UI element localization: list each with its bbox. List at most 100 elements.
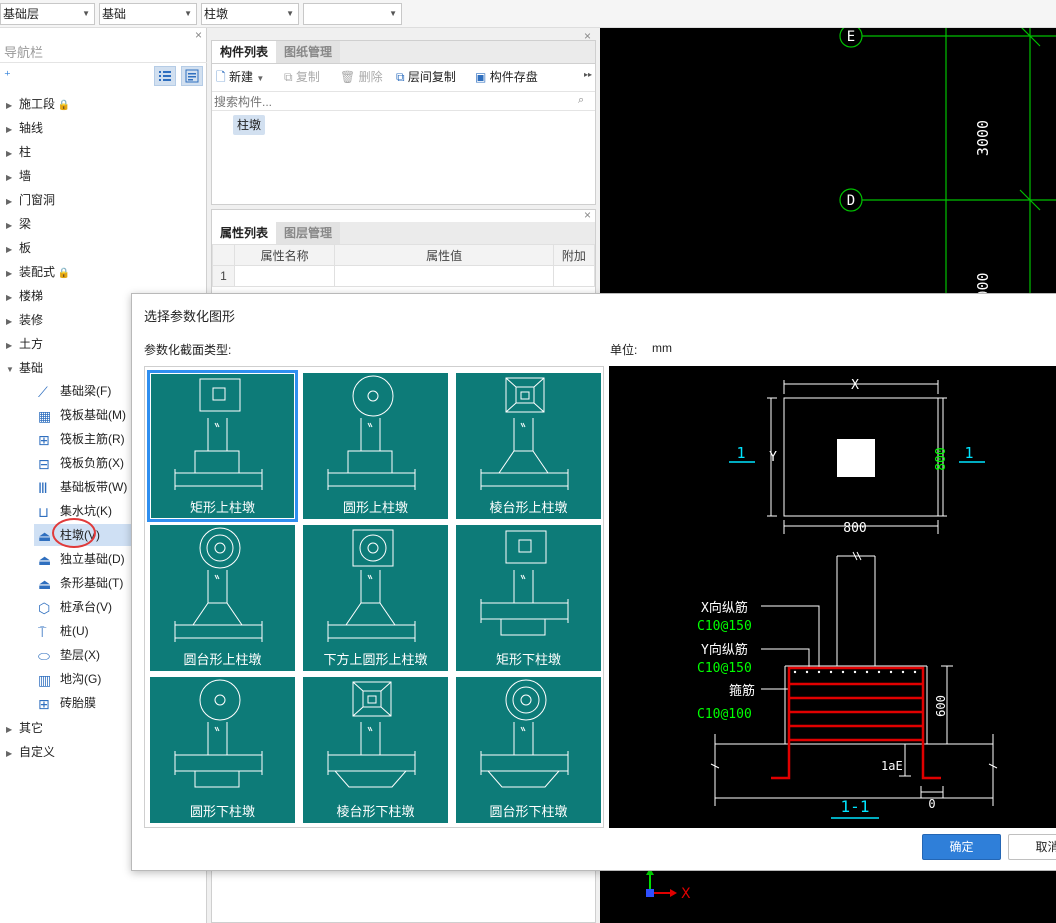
table-row[interactable]: 1 xyxy=(211,265,596,287)
shape-card[interactable]: 矩形上柱墩 xyxy=(147,370,298,522)
close-icon[interactable]: × xyxy=(194,28,202,42)
shape-card[interactable]: 圆台形上柱墩 xyxy=(150,525,295,671)
table-cell[interactable] xyxy=(552,265,596,287)
save-component-button-label: 构件存盘 xyxy=(489,70,538,84)
nav-subitem[interactable]: ⊞砖胎膜 xyxy=(38,692,96,714)
shape-card-label: 圆形下柱墩 xyxy=(189,804,255,819)
nav-tree-item[interactable]: ▶施工段 🔒 xyxy=(6,94,70,114)
shape-card[interactable]: 棱台形下柱墩 xyxy=(303,677,448,823)
nav-subitem[interactable]: ▥地沟(G) xyxy=(38,668,101,690)
nav-tree-item[interactable]: ▶柱 xyxy=(6,142,31,162)
element-select[interactable]: ▼ xyxy=(303,3,402,25)
shape-card[interactable]: 圆形下柱墩 xyxy=(150,677,295,823)
cad-drawing: E D 3000 000 X Y xyxy=(644,28,1056,902)
nav-tree-item[interactable]: ▶ 装修 xyxy=(6,310,43,330)
nav-subitem[interactable]: ⍑桩(U) xyxy=(38,620,89,642)
list-view-icon[interactable] xyxy=(154,66,176,86)
nav-subitem[interactable]: ⟋基础梁(F) xyxy=(38,380,111,402)
tab-drawing-management[interactable]: 图纸管理 xyxy=(276,41,341,63)
category-select[interactable]: 基础 ▼ xyxy=(99,3,197,25)
nav-tree-item[interactable]: ▶楼梯 xyxy=(6,286,43,306)
nav-tree-item[interactable]: ▶ 自定义 xyxy=(6,742,55,762)
collapsed-arrow-icon[interactable]: ▶ xyxy=(6,749,13,758)
nav-tree-item-label: 土方 xyxy=(19,337,44,351)
slab-strip-icon: Ⅲ xyxy=(38,479,48,496)
table-cell[interactable] xyxy=(234,265,336,287)
row-index: 1 xyxy=(211,265,236,287)
collapsed-arrow-icon[interactable]: ▶ xyxy=(6,197,13,206)
collapsed-arrow-icon[interactable]: ▶ xyxy=(6,125,13,134)
section-title: 1-1 xyxy=(841,797,870,816)
nav-subitem[interactable]: ⏏条形基础(T) xyxy=(38,572,123,594)
table-cell[interactable] xyxy=(334,265,554,287)
more-toolbar-icon[interactable]: ▸▸ xyxy=(584,70,593,79)
tab-component-list[interactable]: 构件列表 xyxy=(212,41,277,63)
shape-card[interactable]: 矩形下柱墩 xyxy=(456,525,601,671)
ok-button[interactable]: 确定 xyxy=(922,834,1001,860)
component-item[interactable]: 柱墩 xyxy=(233,115,266,135)
copy-button[interactable]: ⧉ 复制 xyxy=(284,67,320,87)
floor-copy-button[interactable]: ⧉ 层间复制 xyxy=(396,67,456,87)
nav-subitem[interactable]: ⊟筏板负筋(X) xyxy=(38,452,124,474)
nav-tree-item[interactable]: ▶其它 xyxy=(6,718,43,738)
shape-card[interactable]: 棱台形上柱墩 xyxy=(456,373,601,519)
collapsed-arrow-icon[interactable]: ▶ xyxy=(6,101,13,110)
shape-card[interactable]: 圆形上柱墩 xyxy=(303,373,448,519)
layers-copy-icon: ⧉ xyxy=(396,70,405,84)
shape-diagram-icon xyxy=(480,377,569,490)
shape-card[interactable]: 圆台形下柱墩 xyxy=(456,677,601,823)
expanded-arrow-icon[interactable]: ▼ xyxy=(6,365,14,374)
collapsed-arrow-icon[interactable]: ▶ xyxy=(6,341,13,350)
pin-icon[interactable]: ⁺ xyxy=(4,68,11,83)
nav-subitem[interactable]: ⬡桩承台(V) xyxy=(38,596,112,618)
shape-card-label: 矩形上柱墩 xyxy=(189,500,255,515)
annotation-circle xyxy=(52,518,96,548)
nav-subitem[interactable]: ⊞筏板主筋(R) xyxy=(38,428,125,450)
tab-layer-management[interactable]: 图层管理 xyxy=(276,222,341,244)
collapsed-arrow-icon[interactable]: ▶ xyxy=(6,245,13,254)
top-toolbar: 基础层 ▼ 基础 ▼ 柱墩 ▼ ▼ xyxy=(0,0,1056,28)
cancel-button[interactable]: 取消 xyxy=(1008,834,1056,860)
delete-button[interactable]: 🗑 删除 xyxy=(340,67,383,87)
dimension-label: 000 xyxy=(974,272,992,299)
nav-subitem[interactable]: ⏏独立基础(D) xyxy=(38,548,125,570)
nav-subitem-label: 筏板基础(M) xyxy=(60,408,126,422)
shape-card[interactable]: 下方上圆形上柱墩 xyxy=(303,525,448,671)
raft-neg-rebar-icon: ⊟ xyxy=(38,455,50,472)
nav-tree-item[interactable]: ▶梁 xyxy=(6,214,31,234)
nav-subitem-label: 桩承台(V) xyxy=(60,600,112,614)
nav-tree-item[interactable]: ▶装配式 🔒 xyxy=(6,262,70,282)
collapsed-arrow-icon[interactable]: ▶ xyxy=(6,293,13,302)
close-icon[interactable]: × xyxy=(583,29,591,43)
tab-property-list[interactable]: 属性列表 xyxy=(212,222,277,244)
nav-subitem[interactable]: ▦筏板基础(M) xyxy=(38,404,126,426)
nav-tree-item[interactable]: ▶墙 xyxy=(6,166,31,186)
nav-subitem-label: 基础梁(F) xyxy=(60,384,112,398)
nav-tree-item-label: 装修 xyxy=(19,313,44,327)
close-icon[interactable]: × xyxy=(583,208,591,222)
collapsed-arrow-icon[interactable]: ▶ xyxy=(6,317,13,326)
nav-subitem[interactable]: ⬭垫层(X) xyxy=(38,644,100,666)
component-search-input[interactable] xyxy=(214,93,594,111)
floor-select[interactable]: 基础层 ▼ xyxy=(0,3,95,25)
nav-tree-item[interactable]: ▶轴线 xyxy=(6,118,43,138)
collapsed-arrow-icon[interactable]: ▶ xyxy=(6,269,13,278)
collapsed-arrow-icon[interactable]: ▶ xyxy=(6,221,13,230)
nav-subitem[interactable]: ⊔集水坑(K) xyxy=(38,500,112,522)
nav-tree-item-label: 自定义 xyxy=(19,745,56,759)
new-file-icon: 🗋 xyxy=(216,70,226,84)
nav-tree-item[interactable]: ▶ 土方 xyxy=(6,334,43,354)
element-type-select[interactable]: 柱墩 ▼ xyxy=(201,3,299,25)
shape-card-label: 圆台形上柱墩 xyxy=(183,652,262,667)
collapsed-arrow-icon[interactable]: ▶ xyxy=(6,725,13,734)
nav-tree-item[interactable]: ▶板 xyxy=(6,238,31,258)
detail-view-icon[interactable] xyxy=(181,66,203,86)
nav-tree-item[interactable]: ▼基础 xyxy=(6,358,43,378)
collapsed-arrow-icon[interactable]: ▶ xyxy=(6,149,13,158)
nav-subitem-label: 桩(U) xyxy=(60,624,89,638)
save-component-button[interactable]: ▣ 构件存盘 xyxy=(475,67,538,87)
collapsed-arrow-icon[interactable]: ▶ xyxy=(6,173,13,182)
nav-tree-item[interactable]: ▶门窗洞 xyxy=(6,190,55,210)
new-button[interactable]: 🗋 新建 ▼ xyxy=(216,67,264,87)
